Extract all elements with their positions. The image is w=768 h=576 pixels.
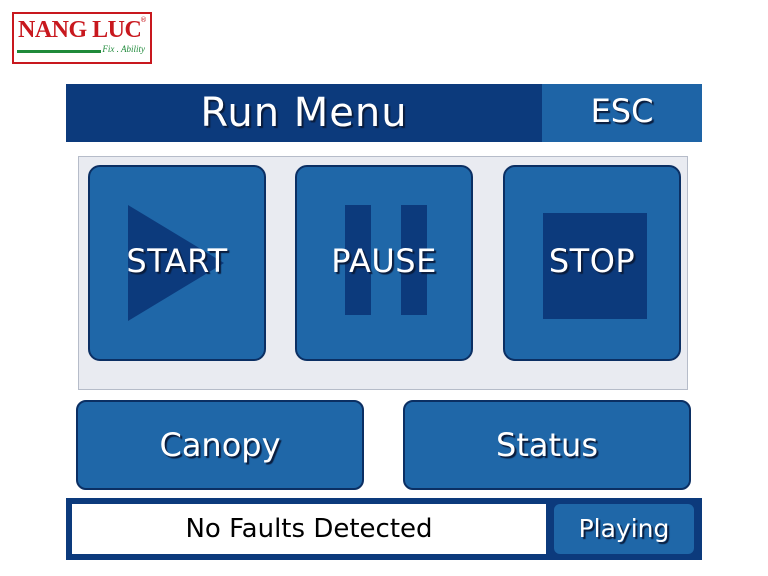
status-bar: No Faults Detected Playing <box>66 498 702 560</box>
page-title: Run Menu <box>66 84 542 142</box>
logo-tagline: Fix . Ability <box>102 44 145 54</box>
company-logo: NANG LUC ® Fix . Ability <box>12 12 152 64</box>
play-icon <box>128 205 224 321</box>
logo-underline <box>17 50 101 53</box>
control-buttons-frame: START PAUSE STOP <box>78 156 688 390</box>
esc-button[interactable]: ESC <box>542 84 702 142</box>
pause-icon <box>345 205 427 315</box>
pause-button[interactable]: PAUSE <box>295 165 473 361</box>
start-label: START <box>126 242 228 280</box>
stop-icon <box>543 213 647 319</box>
stop-button[interactable]: STOP <box>503 165 681 361</box>
stop-label: STOP <box>548 242 636 280</box>
fault-message: No Faults Detected <box>72 504 546 554</box>
pause-icon-bar-right <box>401 205 427 315</box>
canopy-button[interactable]: Canopy <box>76 400 364 490</box>
pause-icon-bar-left <box>345 205 371 315</box>
status-button[interactable]: Status <box>403 400 691 490</box>
pause-label: PAUSE <box>331 242 437 280</box>
run-menu-panel: Run Menu ESC START PAUSE STOP Canopy Sta… <box>66 84 702 560</box>
start-button[interactable]: START <box>88 165 266 361</box>
play-state-indicator: Playing <box>554 504 694 554</box>
logo-brand: NANG LUC <box>18 17 142 43</box>
logo-registered-mark: ® <box>140 16 147 24</box>
